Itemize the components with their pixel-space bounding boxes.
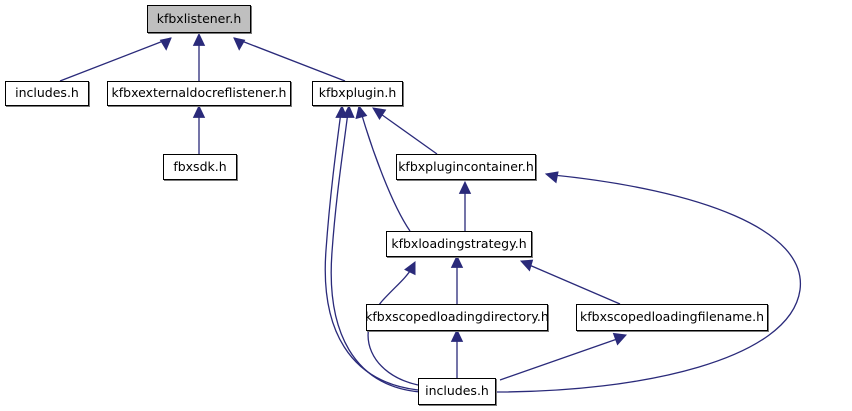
graph-edge-arrowhead	[458, 180, 472, 194]
graph-node-kfbxloadingstrategy[interactable]: kfbxloadingstrategy.h	[386, 231, 532, 257]
graph-node-label-kfbxplugin: kfbxplugin.h	[318, 85, 397, 101]
graph-node-label-kfbxscopedloadingdirectory: kfbxscopedloadingdirectory.h	[365, 309, 549, 325]
graph-edge	[526, 263, 621, 305]
graph-edge-arrowhead	[372, 107, 387, 120]
graph-edge-arrowhead	[612, 332, 628, 346]
graph-node-label-kfbxexternaldocreflistener: kfbxexternaldocreflistener.h	[111, 85, 287, 101]
graph-edge-arrowhead	[355, 104, 368, 120]
graph-edge-arrowhead	[544, 171, 559, 184]
graph-edge	[360, 111, 411, 232]
graph-node-label-includes_bottom: includes.h	[425, 383, 489, 399]
graph-edge-arrowhead	[233, 37, 246, 51]
graph-node-label-includes_top: includes.h	[15, 85, 79, 101]
graph-node-kfbxplugincontainer[interactable]: kfbxplugincontainer.h	[396, 154, 536, 180]
graph-edge-arrowhead	[192, 104, 206, 118]
graph-edge	[330, 111, 421, 393]
graph-node-label-kfbxloadingstrategy: kfbxloadingstrategy.h	[391, 235, 527, 251]
graph-edge-arrowhead	[519, 259, 534, 272]
graph-edge-arrowhead	[450, 254, 464, 268]
graph-node-includes_bottom[interactable]: includes.h	[418, 378, 496, 405]
graph-node-fbxsdk[interactable]: fbxsdk.h	[163, 154, 237, 180]
graph-node-label-kfbxplugincontainer: kfbxplugincontainer.h	[398, 158, 534, 174]
graph-node-kfbxscopedloadingdirectory[interactable]: kfbxscopedloadingdirectory.h	[365, 304, 549, 331]
graph-node-label-kfbxlistener: kfbxlistener.h	[156, 10, 242, 26]
graph-edge	[377, 111, 438, 155]
graph-edge-arrowhead	[192, 32, 206, 46]
graph-edge	[495, 174, 801, 393]
graph-node-kfbxexternaldocreflistener[interactable]: kfbxexternaldocreflistener.h	[107, 81, 291, 106]
graph-node-kfbxplugin[interactable]: kfbxplugin.h	[312, 81, 403, 106]
graph-edge-arrowhead	[159, 37, 172, 51]
graph-node-label-fbxsdk: fbxsdk.h	[173, 158, 227, 174]
graph-edge-arrowhead	[342, 104, 355, 118]
graph-edge	[499, 337, 621, 381]
graph-edge	[59, 37, 172, 82]
graph-node-label-kfbxscopedloadingfilename: kfbxscopedloadingfilename.h	[580, 309, 764, 325]
graph-edge-arrowhead	[450, 328, 464, 342]
graph-node-kfbxlistener[interactable]: kfbxlistener.h	[147, 5, 251, 33]
graph-node-includes_top[interactable]: includes.h	[5, 81, 89, 106]
graph-edge	[233, 37, 346, 82]
graph-node-kfbxscopedloadingfilename[interactable]: kfbxscopedloadingfilename.h	[576, 304, 768, 331]
graph-edge-arrowhead	[404, 261, 416, 276]
